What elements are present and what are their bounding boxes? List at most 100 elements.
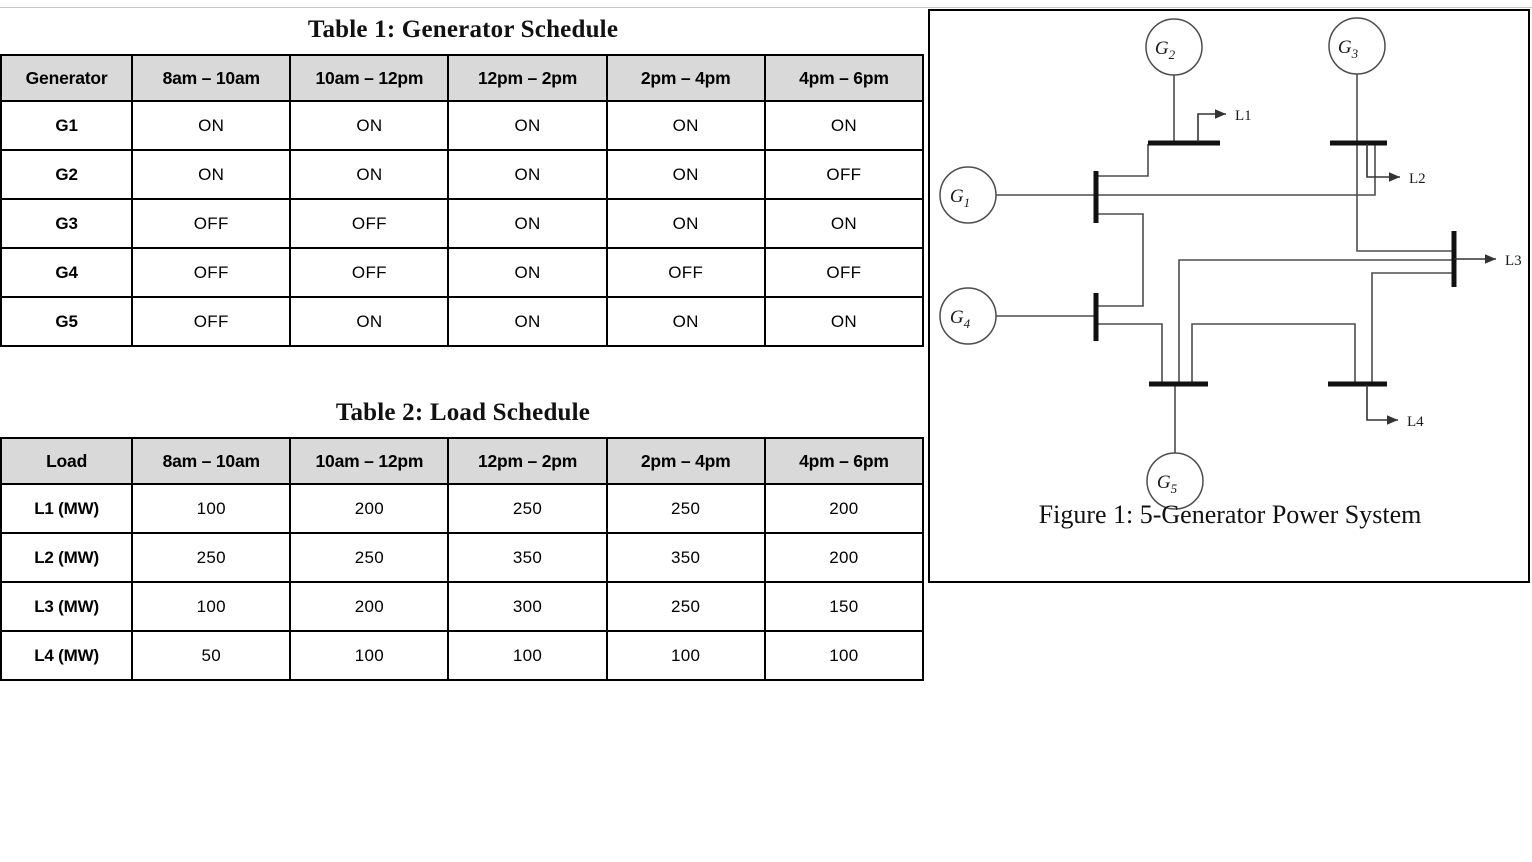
table1-cell: ON bbox=[131, 100, 292, 151]
table-row: G2 ON ON ON ON OFF bbox=[0, 149, 925, 200]
table1-cell: OFF bbox=[763, 149, 925, 200]
table2-col-header-3: 12pm – 2pm bbox=[447, 437, 608, 485]
table2-cell: 100 bbox=[131, 581, 292, 632]
table-row: L2 (MW) 250 250 350 350 200 bbox=[0, 532, 925, 583]
generator-circle bbox=[1146, 452, 1204, 510]
table1-col-header-0: Generator bbox=[0, 54, 134, 102]
generator-circle bbox=[939, 166, 997, 224]
tie-busL3-busF bbox=[1371, 272, 1453, 384]
table1-cell: ON bbox=[447, 198, 608, 249]
generator-circle bbox=[939, 287, 997, 345]
generator-g4: G4 bbox=[939, 287, 997, 345]
table1-cell: ON bbox=[763, 198, 925, 249]
table1-cell: ON bbox=[447, 247, 608, 298]
table1-row-label: G1 bbox=[0, 100, 134, 151]
table-row: L1 (MW) 100 200 250 250 200 bbox=[0, 483, 925, 534]
table1-row-label: G2 bbox=[0, 149, 134, 200]
table2-cell: 350 bbox=[605, 532, 766, 583]
table1-cell: ON bbox=[763, 296, 925, 347]
table2-row-label: L2 (MW) bbox=[0, 532, 134, 583]
table1-row-label: G3 bbox=[0, 198, 134, 249]
tie-busL3-busE bbox=[1178, 259, 1453, 384]
table1-cell: ON bbox=[605, 149, 766, 200]
load-schedule-table: Load 8am – 10am 10am – 12pm 12pm – 2pm 2… bbox=[0, 437, 925, 681]
table1-cell: ON bbox=[447, 149, 608, 200]
table-row: G1 ON ON ON ON ON bbox=[0, 100, 925, 151]
table2-cell: 100 bbox=[289, 630, 450, 681]
table-row: L3 (MW) 100 200 300 250 150 bbox=[0, 581, 925, 632]
table1-cell: OFF bbox=[289, 247, 450, 298]
table2-cell: 200 bbox=[289, 581, 450, 632]
table1-col-header-1: 8am – 10am bbox=[131, 54, 292, 102]
table2-col-header-5: 4pm – 6pm bbox=[763, 437, 925, 485]
table2-cell: 100 bbox=[447, 630, 608, 681]
table2-cell: 100 bbox=[131, 483, 292, 534]
table1-title: Table 1: Generator Schedule bbox=[307, 16, 619, 43]
table2-cell: 50 bbox=[131, 630, 292, 681]
table1-cell: OFF bbox=[131, 198, 292, 249]
tie-busE-busF bbox=[1191, 323, 1356, 384]
table1-cell: ON bbox=[605, 100, 766, 151]
table2-col-header-2: 10am – 12pm bbox=[289, 437, 450, 485]
table1-cell: ON bbox=[289, 100, 450, 151]
table1-cell: OFF bbox=[289, 198, 450, 249]
tie-busB-busL3 bbox=[1356, 144, 1453, 252]
table1-header-row: Generator 8am – 10am 10am – 12pm 12pm – … bbox=[0, 54, 925, 102]
tie-busC-busB bbox=[1095, 144, 1376, 196]
table1-cell: ON bbox=[605, 296, 766, 347]
generator-circle bbox=[1328, 17, 1386, 75]
table2-row-label: L4 (MW) bbox=[0, 630, 134, 681]
table2-cell: 200 bbox=[289, 483, 450, 534]
table2-cell: 250 bbox=[289, 532, 450, 583]
table2-cell: 250 bbox=[447, 483, 608, 534]
table1-cell: OFF bbox=[131, 247, 292, 298]
load-label-l1: L1 bbox=[1235, 108, 1252, 124]
load-label-l2: L2 bbox=[1409, 171, 1426, 187]
table1-cell: ON bbox=[447, 296, 608, 347]
table2-col-header-1: 8am – 10am bbox=[131, 437, 292, 485]
figure-panel: G2 G3 G1 G4 G5 bbox=[928, 9, 1530, 583]
table-row: G3 OFF OFF ON ON ON bbox=[0, 198, 925, 249]
table2-header-row: Load 8am – 10am 10am – 12pm 12pm – 2pm 2… bbox=[0, 437, 925, 485]
tie-busC-busD bbox=[1098, 213, 1144, 307]
table1-cell: ON bbox=[289, 296, 450, 347]
table1-col-header-4: 2pm – 4pm bbox=[605, 54, 766, 102]
table1-cell: ON bbox=[289, 149, 450, 200]
table1-cell: OFF bbox=[763, 247, 925, 298]
load-label-l3: L3 bbox=[1505, 253, 1522, 269]
feeder-l2 bbox=[1366, 144, 1400, 182]
table2-col-header-0: Load bbox=[0, 437, 134, 485]
table-row: G5 OFF ON ON ON ON bbox=[0, 296, 925, 347]
figure-caption: Figure 1: 5-Generator Power System bbox=[1038, 500, 1422, 529]
table2-cell: 300 bbox=[447, 581, 608, 632]
table2-cell: 200 bbox=[763, 532, 925, 583]
table2-cell: 250 bbox=[605, 483, 766, 534]
table1-row-label: G4 bbox=[0, 247, 134, 298]
tie-busD-busE bbox=[1098, 323, 1163, 384]
table2-cell: 100 bbox=[763, 630, 925, 681]
table2-row-label: L3 (MW) bbox=[0, 581, 134, 632]
feeder-l1 bbox=[1197, 109, 1226, 142]
table1-col-header-5: 4pm – 6pm bbox=[763, 54, 925, 102]
tie-busA-busC bbox=[1095, 144, 1149, 177]
table2-cell: 150 bbox=[763, 581, 925, 632]
table1-cell: OFF bbox=[605, 247, 766, 298]
table1-cell: ON bbox=[131, 149, 292, 200]
table2-cell: 200 bbox=[763, 483, 925, 534]
table1-col-header-2: 10am – 12pm bbox=[289, 54, 450, 102]
table1-cell: ON bbox=[447, 100, 608, 151]
table2-cell: 350 bbox=[447, 532, 608, 583]
table1-cell: ON bbox=[763, 100, 925, 151]
table-row: G4 OFF OFF ON OFF OFF bbox=[0, 247, 925, 298]
table-row: L4 (MW) 50 100 100 100 100 bbox=[0, 630, 925, 681]
table1-cell: OFF bbox=[131, 296, 292, 347]
generator-circle bbox=[1145, 18, 1203, 76]
generator-schedule-table: Generator 8am – 10am 10am – 12pm 12pm – … bbox=[0, 54, 925, 347]
table2-row-label: L1 (MW) bbox=[0, 483, 134, 534]
table1-row-label: G5 bbox=[0, 296, 134, 347]
generator-g5: G5 bbox=[1146, 452, 1204, 510]
feeder-l4 bbox=[1366, 385, 1398, 425]
table2-title: Table 2: Load Schedule bbox=[335, 399, 591, 426]
generator-g1: G1 bbox=[939, 166, 997, 224]
table1-cell: ON bbox=[605, 198, 766, 249]
